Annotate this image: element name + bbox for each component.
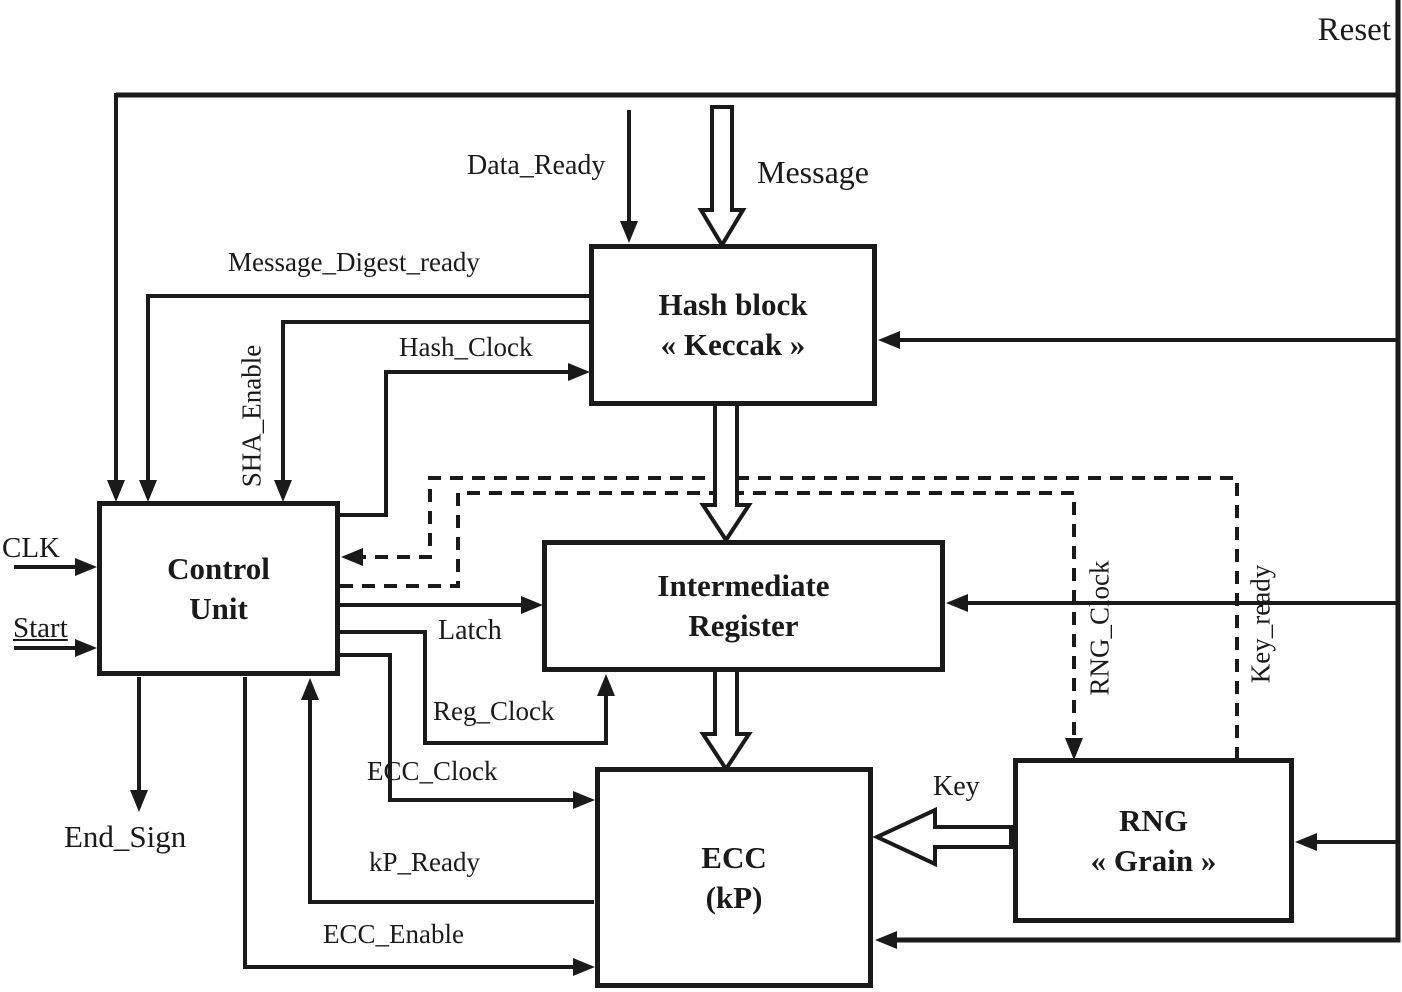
arrowhead-ecc-enable-into-ecc (573, 958, 595, 976)
control-unit-block: Control Unit (97, 501, 340, 676)
reg-clock-label: Reg_Clock (433, 696, 555, 726)
register-to-ecc-wide-arrow (699, 668, 753, 773)
reset-label: Reset (1317, 12, 1391, 48)
ecc-clock-label: ECC_Clock (367, 756, 498, 786)
rng-clock-label: RNG_Clock (1084, 560, 1115, 696)
arrowhead-ecc-clock-into-ecc (573, 791, 595, 809)
reg-clock-line (340, 630, 608, 745)
arrowhead-start-into-control (75, 639, 97, 657)
arrowhead-rng-clock-into-rng (1065, 738, 1083, 760)
rng-block: RNG « Grain » (1013, 758, 1294, 923)
message-digest-ready-line (146, 294, 589, 485)
hash-block-label-line1: Hash block (658, 287, 808, 323)
arrowhead-reg-clock-into-register (597, 674, 615, 696)
arrowhead-end-sign (130, 790, 148, 812)
arrowhead-clk-into-control (75, 558, 97, 576)
arrowhead-data-ready-into-hash (620, 221, 638, 243)
sha-enable-line (281, 320, 589, 485)
kp-ready-label: kP_Ready (369, 847, 480, 877)
key-wide-arrow (872, 806, 1013, 868)
hash-block: Hash block « Keccak » (589, 244, 877, 406)
start-label: Start (13, 612, 68, 644)
ecc-block: ECC (kP) (595, 767, 873, 988)
arrowhead-reset-into-ecc (875, 931, 897, 949)
clk-label: CLK (2, 532, 60, 564)
intermediate-register-label-line2: Register (688, 608, 799, 643)
arrowhead-key-ready-into-control (341, 548, 363, 566)
data-ready-label: Data_Ready (467, 150, 606, 181)
key-label: Key (933, 771, 980, 802)
ecc-block-label-line2: (kP) (705, 879, 763, 915)
arrowhead-latch-into-register (521, 596, 543, 614)
ecc-clock-line (340, 653, 577, 802)
hash-clock-line (340, 370, 575, 517)
ecc-enable-line (243, 677, 577, 969)
rng-clock-dashed-line (340, 491, 1076, 745)
arrowhead-message-digest-into-control (139, 480, 157, 502)
arrowhead-hash-clock-into-hash (568, 363, 590, 381)
control-unit-label-line1: Control (167, 550, 270, 586)
kp-ready-line (308, 696, 594, 904)
sha-enable-label: SHA_Enable (236, 344, 267, 488)
latch-label: Latch (438, 615, 502, 646)
message-digest-ready-label: Message_Digest_ready (228, 247, 480, 277)
hash-clock-label: Hash_Clock (399, 332, 533, 362)
rng-block-label-line2: « Grain » (1090, 842, 1217, 878)
ecc-block-label-line1: ECC (701, 839, 767, 875)
arrowhead-sha-enable-into-control (274, 480, 292, 502)
reset-trunk-line (890, 0, 1401, 943)
intermediate-register-block: Intermediate Register (542, 540, 945, 672)
arrowhead-kp-ready-into-control (301, 678, 319, 700)
intermediate-register-label-line1: Intermediate (657, 568, 830, 604)
message-wide-arrow (697, 105, 747, 249)
control-unit-label-line2: Unit (189, 590, 248, 626)
arrowhead-reset-into-control (107, 480, 125, 502)
arrowhead-reset-into-register (946, 594, 968, 612)
key-ready-dashed-line (356, 476, 1239, 760)
message-label: Message (757, 154, 869, 190)
arrowhead-reset-into-rng (1295, 833, 1317, 851)
hash-to-register-wide-arrow (699, 402, 753, 544)
arrowhead-reset-into-hash (878, 331, 900, 349)
hash-block-label-line2: « Keccak » (660, 327, 806, 362)
ecc-enable-label: ECC_Enable (323, 919, 464, 949)
end-sign-label: End_Sign (64, 819, 187, 854)
rng-block-label-line1: RNG (1119, 802, 1188, 838)
key-ready-label: Key_ready (1245, 564, 1276, 684)
